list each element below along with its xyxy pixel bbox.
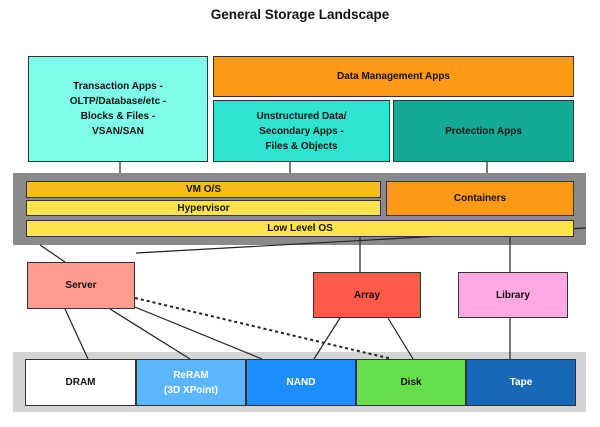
- nand-box: NAND: [246, 359, 356, 406]
- line-server-to-dram: [64, 308, 89, 360]
- disk-box: Disk: [356, 359, 466, 406]
- server-box: Server: [27, 262, 135, 309]
- vm-os-box: VM O/S: [26, 181, 381, 198]
- array-box: Array: [313, 272, 421, 318]
- reram-box: ReRAM (3D XPoint): [136, 359, 246, 406]
- diagram-title: General Storage Landscape: [210, 7, 390, 22]
- tape-box: Tape: [466, 359, 576, 406]
- data-management-apps-box: Data Management Apps: [213, 56, 574, 97]
- line-server-to-reram: [109, 308, 191, 360]
- dram-box: DRAM: [25, 359, 136, 406]
- line-os-to-server: [39, 244, 66, 263]
- unstructured-data-apps-box: Unstructured Data/ Secondary Apps - File…: [213, 100, 390, 162]
- transaction-apps-box: Transaction Apps - OLTP/Database/etc - B…: [28, 56, 208, 162]
- protection-apps-box: Protection Apps: [393, 100, 574, 162]
- hypervisor-box: Hypervisor: [26, 200, 381, 216]
- containers-box: Containers: [386, 181, 574, 216]
- line-array-to-nand: [313, 317, 341, 360]
- line-server-to-nand: [129, 304, 263, 360]
- low-level-os-box: Low Level OS: [26, 220, 574, 237]
- line-array-to-disk: [387, 317, 414, 360]
- library-box: Library: [458, 272, 568, 318]
- line-server-to-disk-dashed: [134, 297, 393, 360]
